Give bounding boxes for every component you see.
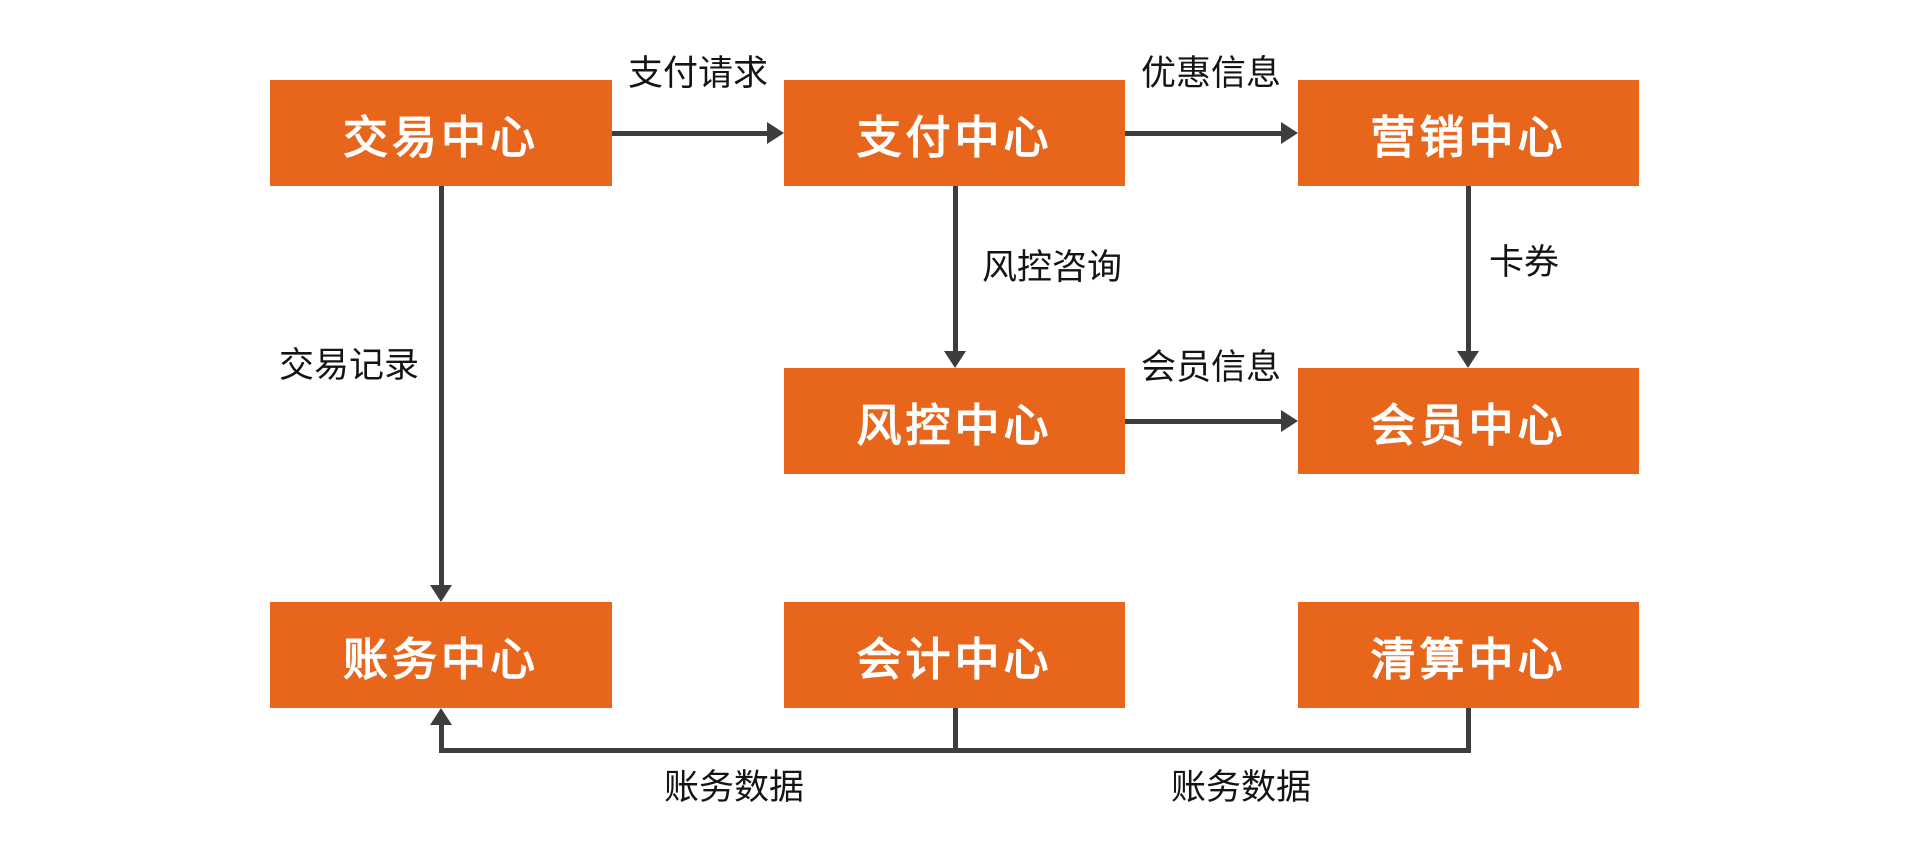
edge-label-payment-request: 支付请求 (627, 54, 769, 93)
edge-trade-to-payment-line (612, 131, 768, 136)
node-member-center: 会员中心 (1298, 368, 1639, 474)
edge-label-card-coupon: 卡券 (1488, 243, 1560, 282)
edge-marketing-to-member-arrowhead-icon (1457, 351, 1479, 368)
node-trading-center: 交易中心 (270, 80, 612, 186)
node-risk-center: 风控中心 (784, 368, 1125, 474)
edge-label-promo-info: 优惠信息 (1140, 54, 1282, 93)
node-accounting-center: 账务中心 (270, 602, 612, 708)
edge-account-up-arrowhead-icon (430, 708, 452, 725)
edge-payment-to-marketing-line (1125, 131, 1282, 136)
node-payment-center: 支付中心 (784, 80, 1125, 186)
edge-trade-to-account-line (439, 186, 444, 587)
node-clearing-center: 清算中心 (1298, 602, 1639, 708)
edge-risk-to-member-arrowhead-icon (1281, 410, 1298, 432)
edge-payment-to-risk-arrowhead-icon (944, 351, 966, 368)
edge-payment-to-risk-line (953, 186, 958, 353)
edge-payment-to-marketing-arrowhead-icon (1281, 122, 1298, 144)
node-marketing-center: 营销中心 (1298, 80, 1639, 186)
edge-label-transaction-record: 交易记录 (278, 346, 420, 385)
edge-label-risk-consult: 风控咨询 (981, 248, 1123, 287)
edge-risk-to-member-line (1125, 419, 1282, 424)
edge-label-account-data-left: 账务数据 (663, 768, 805, 807)
edge-label-member-info: 会员信息 (1140, 348, 1282, 387)
edge-trade-to-payment-arrowhead-icon (767, 122, 784, 144)
edge-label-account-data-right: 账务数据 (1170, 768, 1312, 807)
edge-bottom-horizontal-line (439, 748, 1471, 753)
edge-bookkeeping-down-line (953, 708, 958, 750)
edge-account-up-line (439, 724, 444, 750)
edge-clearing-down-line (1466, 708, 1471, 750)
edge-trade-to-account-arrowhead-icon (430, 585, 452, 602)
node-bookkeeping-center: 会计中心 (784, 602, 1125, 708)
edge-marketing-to-member-line (1466, 186, 1471, 353)
